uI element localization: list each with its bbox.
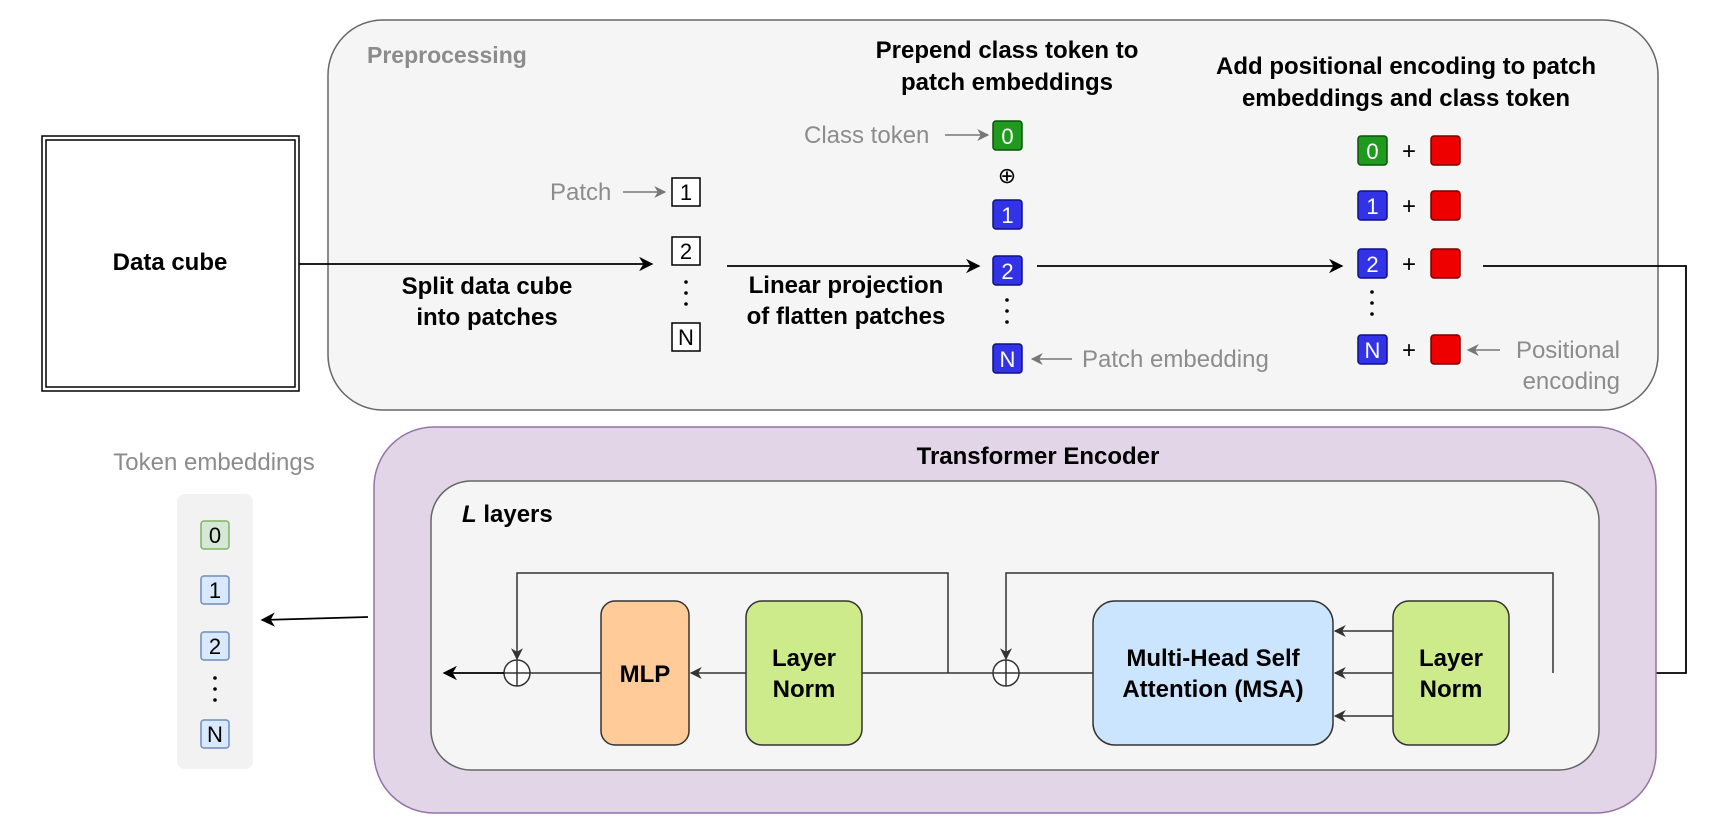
layer-norm-1-line2: Norm (773, 676, 836, 703)
embedding-box-n (992, 343, 1023, 374)
class-token-box (992, 120, 1023, 151)
preprocessing-label: Preprocessing (367, 42, 527, 68)
patch-dot (684, 280, 688, 284)
pos-token-text-n: N (1365, 338, 1381, 363)
pos-encoding-box (1430, 248, 1461, 279)
msa-line1: Multi-Head Self (1126, 645, 1300, 672)
mlp-label: MLP (620, 661, 671, 688)
residual-connection-2 (1000, 572, 1554, 673)
plus-sign: + (1402, 138, 1416, 165)
embedding-dot (1005, 320, 1009, 324)
pos-token-box-n (1357, 334, 1388, 365)
token-dot (213, 687, 217, 691)
layer-norm-2-line1: Layer (1419, 645, 1483, 672)
oplus-icon: ⊕ (998, 163, 1016, 188)
embedding-dot (1005, 298, 1009, 302)
patch-text-2: 2 (680, 239, 692, 264)
patch-embedding-label: Patch embedding (1082, 346, 1269, 373)
token-box-2 (200, 631, 230, 661)
posenc-dot (1370, 290, 1374, 294)
class-token-text: 0 (1001, 124, 1013, 149)
data-cube-box-inner (45, 139, 296, 388)
token-box-0 (200, 520, 230, 550)
embedding-text-2: 2 (1001, 259, 1013, 284)
patch-label: Patch (550, 179, 611, 206)
patch-box-1 (671, 177, 701, 207)
layers-label-rest: layers (477, 501, 553, 528)
class-token-label: Class token (804, 122, 929, 149)
layer-norm-2-line2: Norm (1420, 676, 1483, 703)
token-embedding-list: 0 1 2 N (200, 520, 230, 749)
pos-encoding-box (1430, 135, 1461, 166)
split-label-line2: into patches (416, 304, 557, 331)
token-dot (213, 676, 217, 680)
plus-sign: + (1402, 251, 1416, 278)
posenc-dot (1370, 312, 1374, 316)
embedding-text-n: N (1000, 347, 1016, 372)
token-embeddings-label: Token embeddings (113, 449, 314, 476)
positional-encoding-label-line2: encoding (1523, 368, 1620, 395)
embedding-list: 1 2 N (992, 199, 1023, 374)
embedding-box-1 (992, 199, 1023, 230)
data-cube-box-outer (41, 135, 300, 392)
embedding-dot (1005, 309, 1009, 313)
layers-label: L layers (462, 501, 553, 528)
residual-connection-1 (511, 572, 949, 673)
token-box-n (200, 719, 230, 749)
pos-token-text-2: 2 (1366, 252, 1378, 277)
pos-encoding-box (1430, 334, 1461, 365)
posenc-title-line2: embeddings and class token (1242, 85, 1570, 112)
posenc-title-line1: Add positional encoding to patch (1216, 53, 1596, 80)
plus-sign: + (1402, 337, 1416, 364)
posenc-dot (1370, 301, 1374, 305)
token-text-1: 1 (209, 578, 221, 603)
layer-norm-1-block (745, 600, 863, 746)
prepend-title-line2: patch embeddings (901, 69, 1113, 96)
patch-dot (684, 291, 688, 295)
pos-token-box-1 (1357, 190, 1388, 221)
projection-label-line2: of flatten patches (747, 303, 946, 330)
layers-label-italic: L (462, 501, 477, 528)
pos-token-box-2 (1357, 248, 1388, 279)
token-text-2: 2 (209, 634, 221, 659)
pos-token-text-0: 0 (1366, 139, 1378, 164)
msa-block (1092, 600, 1334, 746)
plus-sign: + (1402, 193, 1416, 220)
patch-text-1: 1 (680, 180, 692, 205)
to-token-embeddings-arrow (260, 612, 369, 627)
token-box-1 (200, 575, 230, 605)
positional-encoding-label-line1: Positional (1516, 337, 1620, 364)
token-text-n: N (207, 722, 223, 747)
patch-box-2 (671, 236, 701, 266)
encoder-title: Transformer Encoder (917, 443, 1160, 470)
patch-box-n (671, 322, 701, 352)
pos-token-box-0 (1357, 135, 1388, 166)
projection-label-line1: Linear projection (749, 272, 944, 299)
layer-norm-1-line1: Layer (772, 645, 836, 672)
token-dot (213, 698, 217, 702)
embedding-text-1: 1 (1001, 203, 1013, 228)
patch-list: 1 2 N (671, 177, 701, 352)
patch-text-n: N (678, 325, 694, 350)
layer-norm-2-block (1392, 600, 1510, 746)
patch-dot (684, 302, 688, 306)
msa-line2: Attention (MSA) (1122, 676, 1303, 703)
prepend-title-line1: Prepend class token to (876, 37, 1139, 64)
split-label-line1: Split data cube (402, 273, 573, 300)
pos-token-text-1: 1 (1366, 194, 1378, 219)
posenc-list: 0 + 1 + 2 + N + (1357, 135, 1461, 365)
embedding-box-2 (992, 255, 1023, 286)
pos-encoding-box (1430, 190, 1461, 221)
token-text-0: 0 (209, 523, 221, 548)
data-cube-label: Data cube (113, 249, 228, 276)
